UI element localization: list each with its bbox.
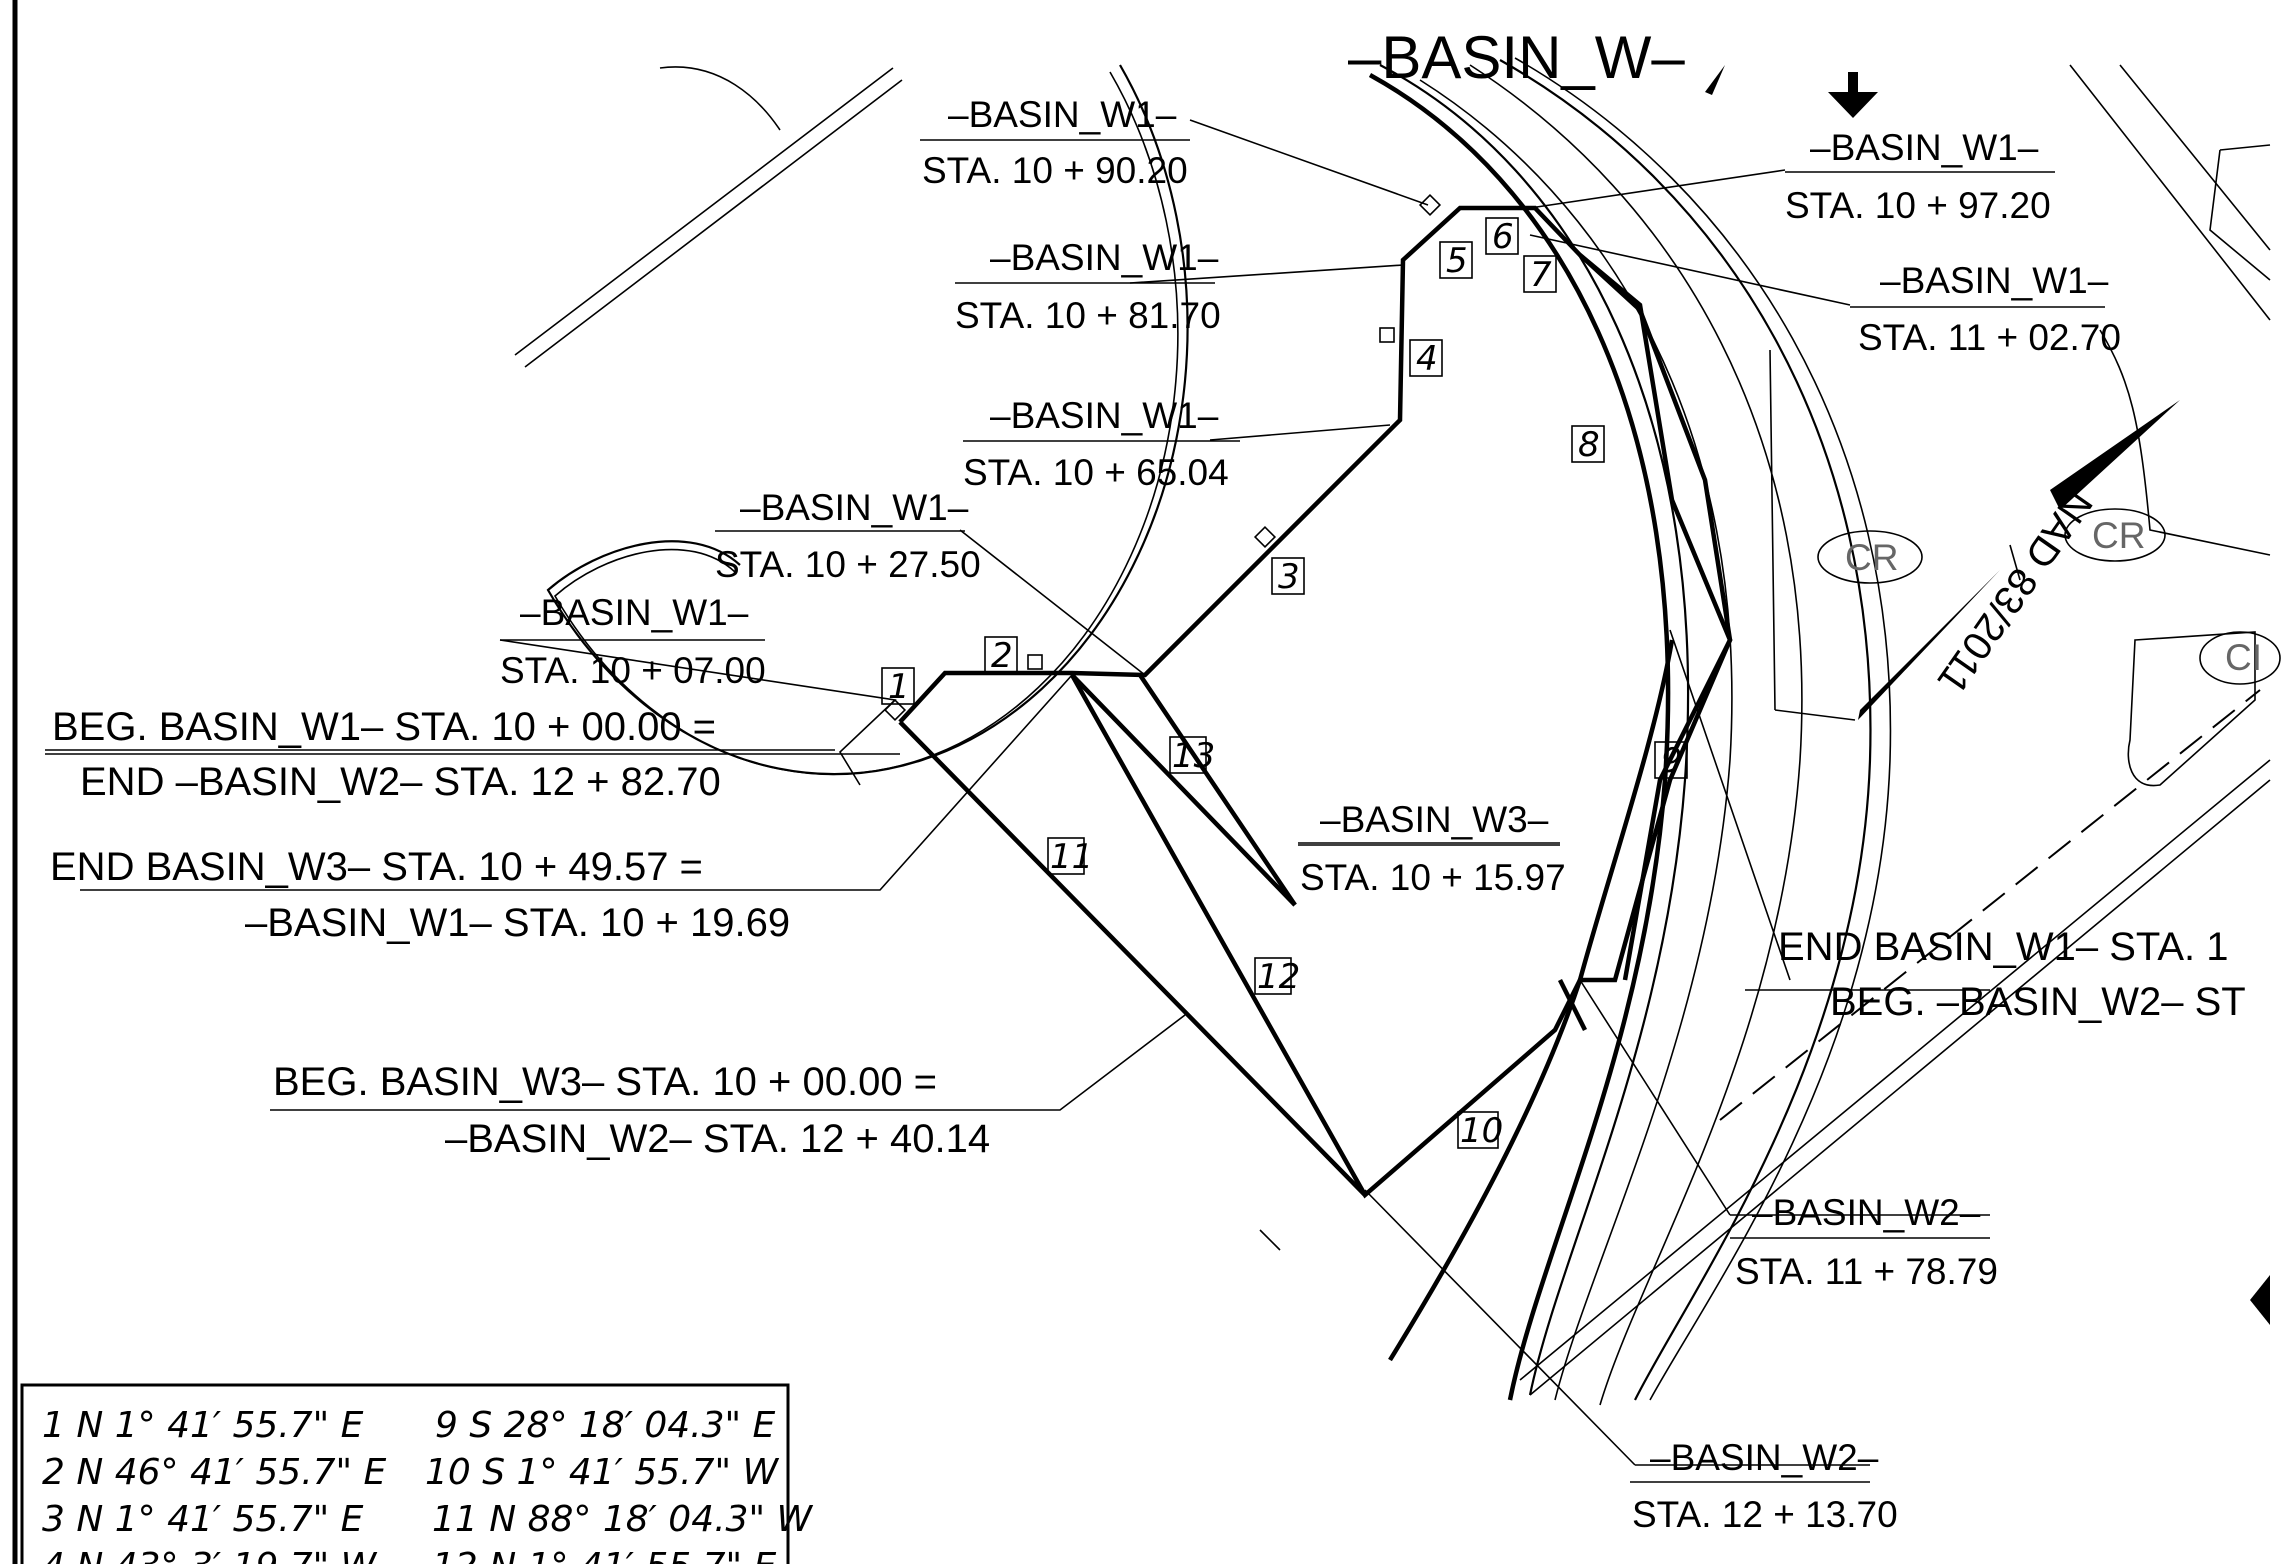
bearing-right: 11 N 88° 18′ 04.3" W [432,1499,813,1540]
road-curve-f [1514,57,1892,1401]
road-edge-nw [514,67,903,368]
cr-ellipse [1817,530,1923,584]
station-value: STA. 10 + 97.20 [1785,185,2051,226]
east-road [2099,329,2271,556]
diag-line-se [1519,759,2271,1396]
linework [45,57,2281,1466]
datum-label: NAD 83/2011 [1929,482,2101,702]
station-value: STA. 12 + 13.70 [1632,1494,1898,1535]
station-name: –BASIN_W1– [520,592,749,633]
equation-beg-w1-line1: BEG. BASIN_W1– STA. 10 + 00.00 = [52,705,716,749]
segment-number: 8 [1578,425,1600,465]
segment-number: 12 [1257,957,1300,997]
segment-number: 1 [888,667,910,707]
station-value: STA. 10 + 15.97 [1300,857,1566,898]
bearing-right: 10 S 1° 41′ 55.7" W [425,1452,779,1493]
vertex-marker [1253,525,1277,549]
station-name: –BASIN_W1– [948,94,1177,135]
road-curve-c [1419,79,1733,1401]
segment-numbers: 1 2 3 4 5 6 7 8 9 10 11 12 13 [881,217,1688,1151]
alignment-title: –BASIN_W– [1348,24,1685,91]
cul-de-sac-inner [553,71,1179,775]
equation-end-w1-line2: BEG. –BASIN_W2– ST [1830,980,2246,1024]
station-name: –BASIN_W1– [1810,127,2039,168]
station-name: –BASIN_W2– [1650,1437,1879,1478]
segment-number: 2 [991,636,1013,676]
segment-number: 10 [1460,1111,1503,1151]
bearing-right: 9 S 28° 18′ 04.3" E [435,1405,775,1446]
bearings-table-frame [20,1383,790,1564]
basin-east-line [1578,253,1733,981]
leader-right [1669,629,1990,991]
equation-beg-w1-line2: END –BASIN_W2– STA. 12 + 82.70 [80,760,721,804]
leader-mid [1579,979,1990,1216]
segment-number: 11 [1050,837,1093,877]
road-edge-ne [2069,64,2271,321]
station-value: STA. 10 + 81.70 [955,295,1221,336]
segment-number: 4 [1416,339,1438,379]
vertex-marker [1027,654,1043,670]
station-value: STA. 10 + 27.50 [715,544,981,585]
segment-number: 7 [1530,255,1552,295]
basin-polygon [898,205,1733,1199]
curb-return-nw [659,66,781,131]
small-arrow-top [1705,65,1725,95]
cr-label: CR [1845,537,1898,578]
station-value: STA. 10 + 07.00 [500,650,766,691]
equation-end-w1-line1: END BASIN_W1– STA. 1 [1778,925,2229,969]
bearing-right: 12 N 1° 41′ 55.7" E [432,1546,777,1564]
north-arrow-down [1828,72,1878,118]
median-island [1769,349,1856,721]
station-value: STA. 10 + 65.04 [963,452,1229,493]
road-curve-d [1469,64,1803,1406]
bearing-left: 1 N 1° 41′ 55.7" E [42,1405,364,1446]
station-name: –BASIN_W3– [1320,799,1549,840]
basin-interior [898,673,1588,1197]
cr-label: CI [2225,637,2262,678]
nad-divider [2009,544,2021,581]
road-curve-a [1368,73,1671,1401]
vertex-marker [1418,193,1442,217]
segment-number: 13 [1172,736,1215,776]
cr-ellipse [2199,631,2281,685]
bearing-left: 4 N 43° 3′ 19.7" W [42,1546,378,1564]
dashed-line [1719,689,2261,1121]
segment-number: 6 [1492,217,1514,257]
station-name: –BASIN_W1– [740,487,969,528]
east-pad [2127,631,2256,787]
cr-ellipse [2064,508,2166,562]
bearing-left: 2 N 46° 41′ 55.7" E [42,1452,387,1493]
right-triangle [2250,1275,2270,1325]
station-equations: BEG. BASIN_W1– STA. 10 + 00.00 = END –BA… [50,705,2246,1161]
equation-beg-w3-line1: BEG. BASIN_W3– STA. 10 + 00.00 = [273,1060,937,1104]
segment-number: 3 [1278,557,1300,597]
bearings-table: 1 N 1° 41′ 55.7" E 9 S 28° 18′ 04.3" E 2… [20,1383,813,1564]
segment-number: 9 [1661,741,1683,781]
station-value: STA. 11 + 02.70 [1858,317,2121,358]
road-curve-e [1499,59,1872,1401]
vertex-marker [1379,327,1395,343]
equation-beg-w3-line2: –BASIN_W2– STA. 12 + 40.14 [445,1117,990,1161]
leader-bottom [1364,1189,1870,1466]
cul-de-sac-outer [546,64,1189,776]
station-name: –BASIN_W1– [990,237,1219,278]
segment-number: 5 [1446,241,1468,281]
station-label-group: –BASIN_W1– STA. 10 + 90.20 –BASIN_W1– ST… [500,94,2121,1535]
leader-lines [45,119,1851,1251]
station-value: STA. 11 + 78.79 [1735,1251,1998,1292]
cr-label: CR [2092,515,2145,556]
bearing-left: 3 N 1° 41′ 55.7" E [42,1499,364,1540]
station-name: –BASIN_W1– [1880,260,2109,301]
station-value: STA. 10 + 90.20 [922,150,1188,191]
equation-end-w3-line1: END BASIN_W3– STA. 10 + 49.57 = [50,845,703,889]
station-name: –BASIN_W1– [990,395,1219,436]
ne-building [2209,144,2271,281]
equation-end-w3-line2: –BASIN_W1– STA. 10 + 19.69 [245,901,790,945]
station-name: –BASIN_W2– [1752,1192,1981,1233]
